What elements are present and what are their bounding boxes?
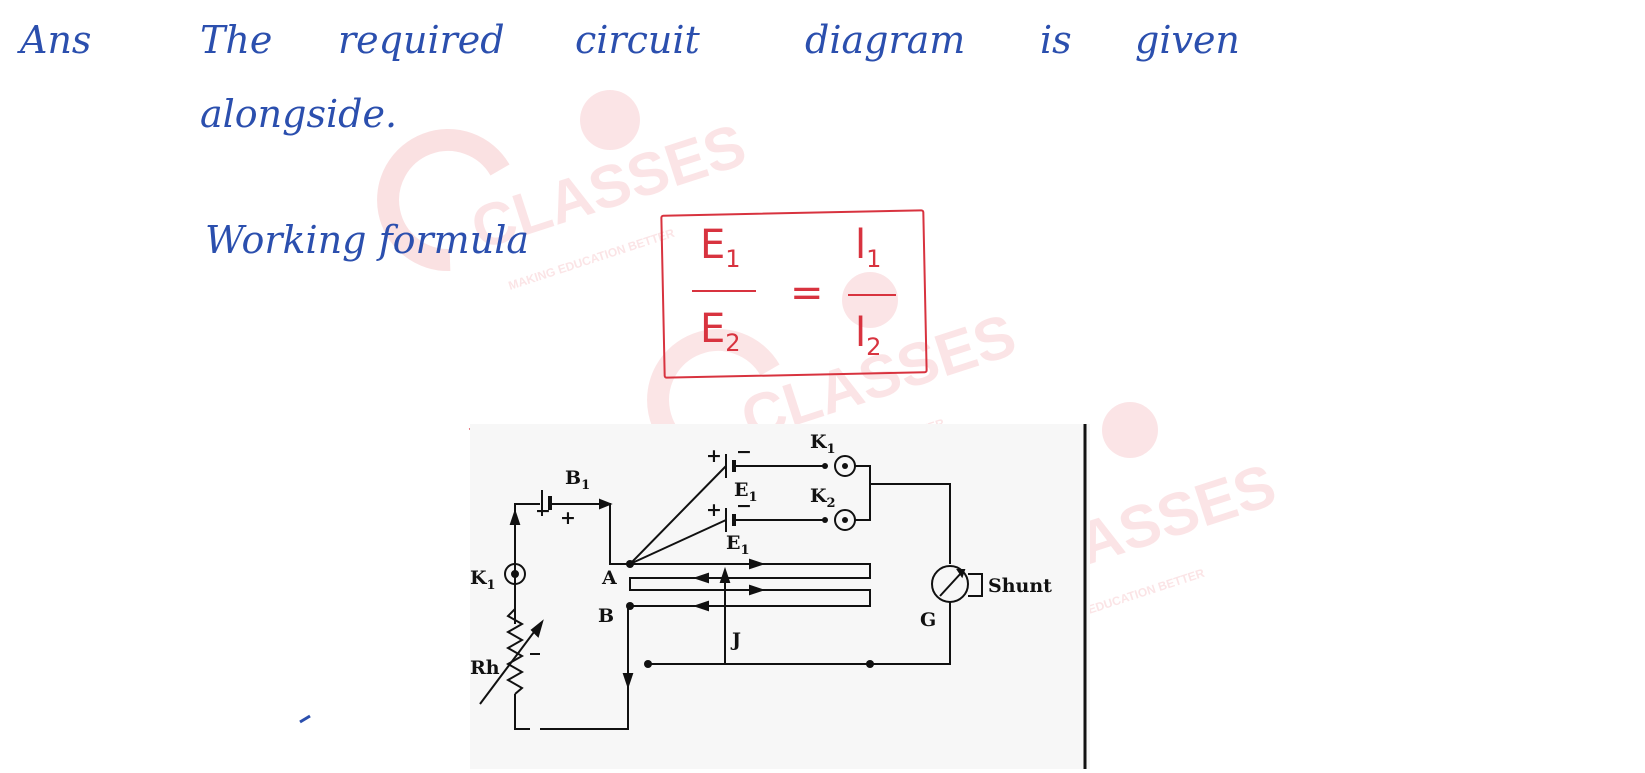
- label-K1-left: K1: [470, 567, 496, 593]
- label-minus-b1: −: [535, 500, 551, 522]
- working-formula-label: Working formula: [205, 218, 530, 262]
- label-A: A: [601, 567, 617, 589]
- formula-equals: =: [790, 270, 824, 316]
- formula-numerator-left: E1: [700, 222, 741, 273]
- formula-fraction-bar-left: [692, 290, 756, 292]
- label-plus-b1: +: [560, 507, 576, 529]
- answer-word-2: required: [338, 18, 505, 62]
- formula-fraction-bar-right: [848, 294, 896, 296]
- label-E1-bottom: E1: [726, 532, 750, 558]
- answer-prefix: Ans: [20, 18, 92, 62]
- label-B: B: [598, 605, 614, 627]
- answer-word-1: The: [200, 18, 273, 62]
- label-shunt: Shunt: [988, 575, 1052, 597]
- answer-word-5: is: [1040, 18, 1072, 62]
- answer-word-6: given: [1135, 18, 1240, 62]
- formula-denominator-left: E2: [700, 306, 741, 357]
- circuit-diagram: B1 − + + − E1 + − E1 K1 K2 K1 A B J G Sh…: [470, 424, 1090, 769]
- label-J: J: [730, 629, 741, 651]
- label-minus-e1-bottom: −: [736, 495, 752, 517]
- label-G: G: [920, 609, 936, 631]
- label-K2: K2: [810, 485, 836, 511]
- label-B1: B1: [565, 467, 590, 493]
- label-plus-e1-top: +: [706, 445, 722, 467]
- label-Rh: Rh: [470, 657, 500, 679]
- answer-word-4: diagram: [805, 18, 966, 62]
- svg-text:MAKING EDUCATION BETTER: MAKING EDUCATION BETTER: [507, 226, 677, 293]
- answer-word-3: circuit: [575, 18, 700, 62]
- label-minus-e1-top: −: [736, 441, 752, 463]
- label-plus-e1-bottom: +: [706, 499, 722, 521]
- label-K1-top: K1: [810, 431, 836, 457]
- label-E1-top: E1: [734, 479, 758, 505]
- watermark-head-icon: [580, 90, 640, 150]
- formula-denominator-right: l2: [855, 310, 882, 361]
- formula-numerator-right: l1: [855, 222, 882, 273]
- blue-pen-mark: [299, 714, 311, 724]
- answer-line-2: alongside.: [200, 92, 398, 136]
